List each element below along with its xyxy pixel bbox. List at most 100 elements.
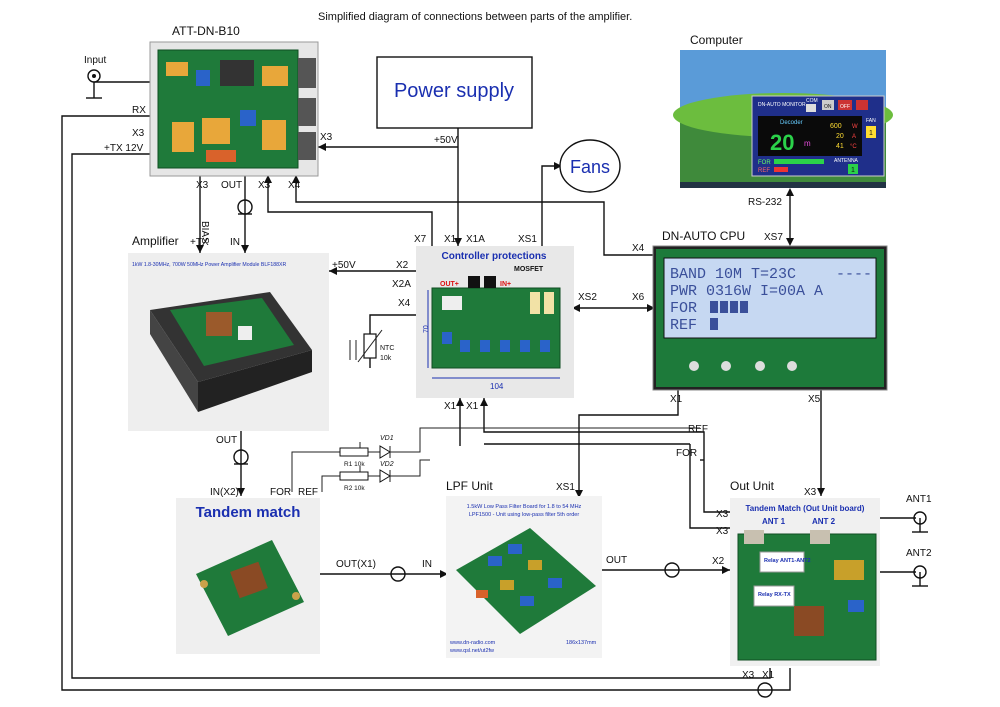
att-block: ATT-DN-B10 RX X3 +TX 12V X3 X3 OUT X3 X4 xyxy=(104,24,333,191)
controller-mosfet: MOSFET xyxy=(514,266,544,273)
ntc-sensor: NTC 10k xyxy=(349,340,394,362)
detector-circuit: VD1 VD2 R1 10k R2 10k xyxy=(344,435,394,492)
lpf-name: LPF Unit xyxy=(446,479,493,493)
lpf-caption1: 1.5kW Low Pass Filter Board for 1.8 to 5… xyxy=(467,504,582,510)
cpu-lcd-line2: PWR 0316W I=00A A xyxy=(670,283,823,300)
wire-for-label: FOR xyxy=(676,448,697,459)
lpf-size: 186x137mm xyxy=(566,640,597,646)
cpu-name: DN-AUTO CPU xyxy=(662,229,745,243)
lpf-web1: www.dn-radio.com xyxy=(449,640,496,646)
lpf-xs1: XS1 xyxy=(556,482,575,493)
power-supply-name: Power supply xyxy=(394,80,514,102)
power-supply-block: Power supply +50V xyxy=(376,56,533,146)
amplifier-tx: +TX xyxy=(190,237,209,248)
controller-dim-h: 70 xyxy=(423,325,430,333)
cpu-pin-x5: X5 xyxy=(808,394,821,405)
detector-r2: R2 10k xyxy=(344,485,365,492)
out-unit-pin-x3-l1: X3 xyxy=(716,509,729,520)
cpu-lcd-line1: BAND 10M T=23C xyxy=(670,266,796,283)
monitor-title: DN-AUTO MONITOR xyxy=(758,102,806,108)
att-pin-x3-bottom1: X3 xyxy=(196,180,209,191)
tandem-in: IN(X2) xyxy=(210,487,239,498)
controller-pin-x4: X4 xyxy=(398,298,411,309)
controller-pin-x1-bottom2: X1 xyxy=(466,401,479,412)
controller-inplus: IN+ xyxy=(500,281,511,288)
amplifier-in: IN xyxy=(230,237,240,248)
ant1-connector: ANT1 xyxy=(906,494,932,505)
monitor-antenna: ANTENNA xyxy=(834,158,859,164)
out-unit-relay1: Relay ANT1-ANT2 xyxy=(764,558,811,564)
controller-dim-w: 104 xyxy=(490,382,504,391)
monitor-watts: 600 xyxy=(830,123,842,130)
amplifier-caption: 1kW 1.8-30MHz, 700W 50MHz Power Amplifie… xyxy=(132,262,286,268)
att-pin-x3-bottom2: X3 xyxy=(258,180,271,191)
lpf-block: LPF Unit XS1 1.5kW Low Pass Filter Board… xyxy=(422,479,627,658)
cpu-pin-x6: X6 xyxy=(632,292,645,303)
monitor-fan-num: 1 xyxy=(869,130,873,137)
monitor-window: DN-AUTO MONITOR COM ON OFF Decoder 20 m … xyxy=(751,95,885,177)
out-unit-block: Out Unit X3 X3 X3 X2 Tandem Match (Out U… xyxy=(712,479,880,681)
controller-outplus: OUT+ xyxy=(440,281,459,288)
monitor-fan: FAN xyxy=(866,118,876,124)
lpf-web2: www.qsl.net/ut2fw xyxy=(449,648,494,654)
controller-pin-x2a: X2A xyxy=(392,279,411,290)
ant2-label: ANT2 xyxy=(906,548,932,559)
att-pin-x3-right: X3 xyxy=(320,132,333,143)
monitor-amps: 20 xyxy=(836,133,844,140)
monitor-decoder: Decoder xyxy=(780,120,803,126)
lpf-caption2: LPF1500 - Unit using low-pass filter 5th… xyxy=(469,512,580,518)
cpu-lcd-line4: REF xyxy=(670,317,697,334)
wires xyxy=(61,81,928,698)
att-pin-x4: X4 xyxy=(288,180,301,191)
att-pin-rx: RX xyxy=(132,105,146,116)
ntc-name: NTC xyxy=(380,345,394,352)
out-unit-pin-x3-l2: X3 xyxy=(716,526,729,537)
tandem-for: FOR xyxy=(270,487,291,498)
monitor-band: 20 xyxy=(770,130,794,155)
lpf-out: OUT xyxy=(606,555,627,566)
amplifier-out: OUT xyxy=(216,435,237,446)
controller-pin-x1-bottom1: X1 xyxy=(444,401,457,412)
cpu-lcd-line1b: ---- xyxy=(836,266,872,283)
ant1-label: ANT1 xyxy=(906,494,932,505)
computer-name: Computer xyxy=(690,33,743,47)
out-unit-relay2: Relay RX-TX xyxy=(758,592,791,598)
monitor-for: FOR xyxy=(758,160,771,166)
tandem-match-block: IN(X2) FOR REF Tandem match OUT(X1) xyxy=(176,487,376,654)
out-unit-pin-x2: X2 xyxy=(712,556,725,567)
fans-name: Fans xyxy=(570,157,610,177)
out-unit-ant1: ANT 1 xyxy=(762,517,786,526)
controller-pin-x2: X2 xyxy=(396,260,409,271)
monitor-temp: 41 xyxy=(836,143,844,150)
tandem-out: OUT(X1) xyxy=(336,559,376,570)
tandem-name: Tandem match xyxy=(196,504,301,521)
controller-block: Controller protections MOSFET OUT+ IN+ 7… xyxy=(392,234,597,412)
ntc-value: 10k xyxy=(380,355,392,362)
amplifier-name: Amplifier xyxy=(132,234,179,248)
controller-pin-x7: X7 xyxy=(414,234,427,245)
computer-rs232: RS-232 xyxy=(748,197,782,208)
detector-vd2: VD2 xyxy=(380,461,394,468)
cpu-pin-x1: X1 xyxy=(670,394,683,405)
monitor-band-unit: m xyxy=(804,139,811,148)
input-connector: Input xyxy=(84,55,106,83)
wire-ref-label: REF xyxy=(688,424,708,435)
controller-pin-x1a: X1A xyxy=(466,234,485,245)
out-unit-pin-x1-bottom: X1 xyxy=(762,670,775,681)
controller-pin-x1: X1 xyxy=(444,234,457,245)
monitor-watts-unit: W xyxy=(852,124,858,130)
monitor-temp-unit: °C xyxy=(850,144,857,150)
cpu-lcd-line3: FOR xyxy=(670,300,697,317)
monitor-ref: REF xyxy=(758,168,770,174)
diagram-title: Simplified diagram of connections betwee… xyxy=(318,11,632,23)
controller-pin-xs2: XS2 xyxy=(578,292,597,303)
amplifier-bias: BIAS xyxy=(199,221,210,244)
tandem-ref: REF xyxy=(298,487,318,498)
cpu-pin-x4: X4 xyxy=(632,243,645,254)
computer-block: Computer DN-AUTO MONITOR COM ON OFF Deco… xyxy=(673,33,893,208)
monitor-on: ON xyxy=(824,104,832,110)
out-unit-ant2: ANT 2 xyxy=(812,517,836,526)
monitor-off: OFF xyxy=(840,104,850,110)
att-pin-tx12v: +TX 12V xyxy=(104,143,144,154)
amplifier-50v: +50V xyxy=(332,260,356,271)
